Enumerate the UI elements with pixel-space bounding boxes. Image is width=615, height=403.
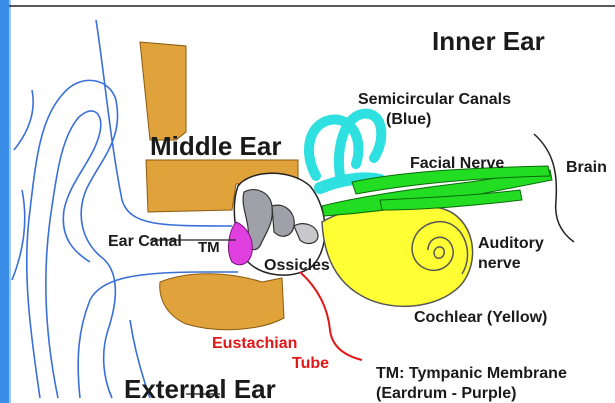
label-tm: TM: [198, 239, 220, 256]
label-eustachian-1: Eustachian: [212, 335, 297, 352]
temporal-bone-upper: [140, 42, 186, 140]
label-auditory: Auditory: [478, 235, 544, 252]
lower-bone: [160, 274, 284, 330]
label-semicircular-color: (Blue): [386, 111, 431, 128]
label-legend-2: (Eardrum - Purple): [376, 385, 516, 402]
label-inner-ear: Inner Ear: [432, 26, 545, 56]
label-ear-canal: Ear Canal: [108, 233, 182, 250]
label-semicircular-canals: Semicircular Canals: [358, 91, 511, 108]
label-ossicles: Ossicles: [264, 257, 330, 274]
brain-bracket: [534, 134, 574, 242]
label-brain: Brain: [566, 159, 607, 176]
label-facial-nerve: Facial Nerve: [410, 155, 504, 172]
label-external-ear: External Ear: [124, 374, 276, 403]
label-nerve: nerve: [478, 255, 521, 272]
label-cochlear: Cochlear (Yellow): [414, 309, 547, 326]
label-middle-ear: Middle Ear: [150, 131, 281, 161]
semicircular-canals: [309, 114, 381, 188]
label-legend-1: TM: Tympanic Membrane: [376, 365, 567, 382]
left-edge-bar: [0, 0, 9, 403]
cochlea: [322, 204, 473, 306]
left-edge-highlight: [9, 0, 11, 403]
label-eustachian-2: Tube: [292, 355, 329, 372]
